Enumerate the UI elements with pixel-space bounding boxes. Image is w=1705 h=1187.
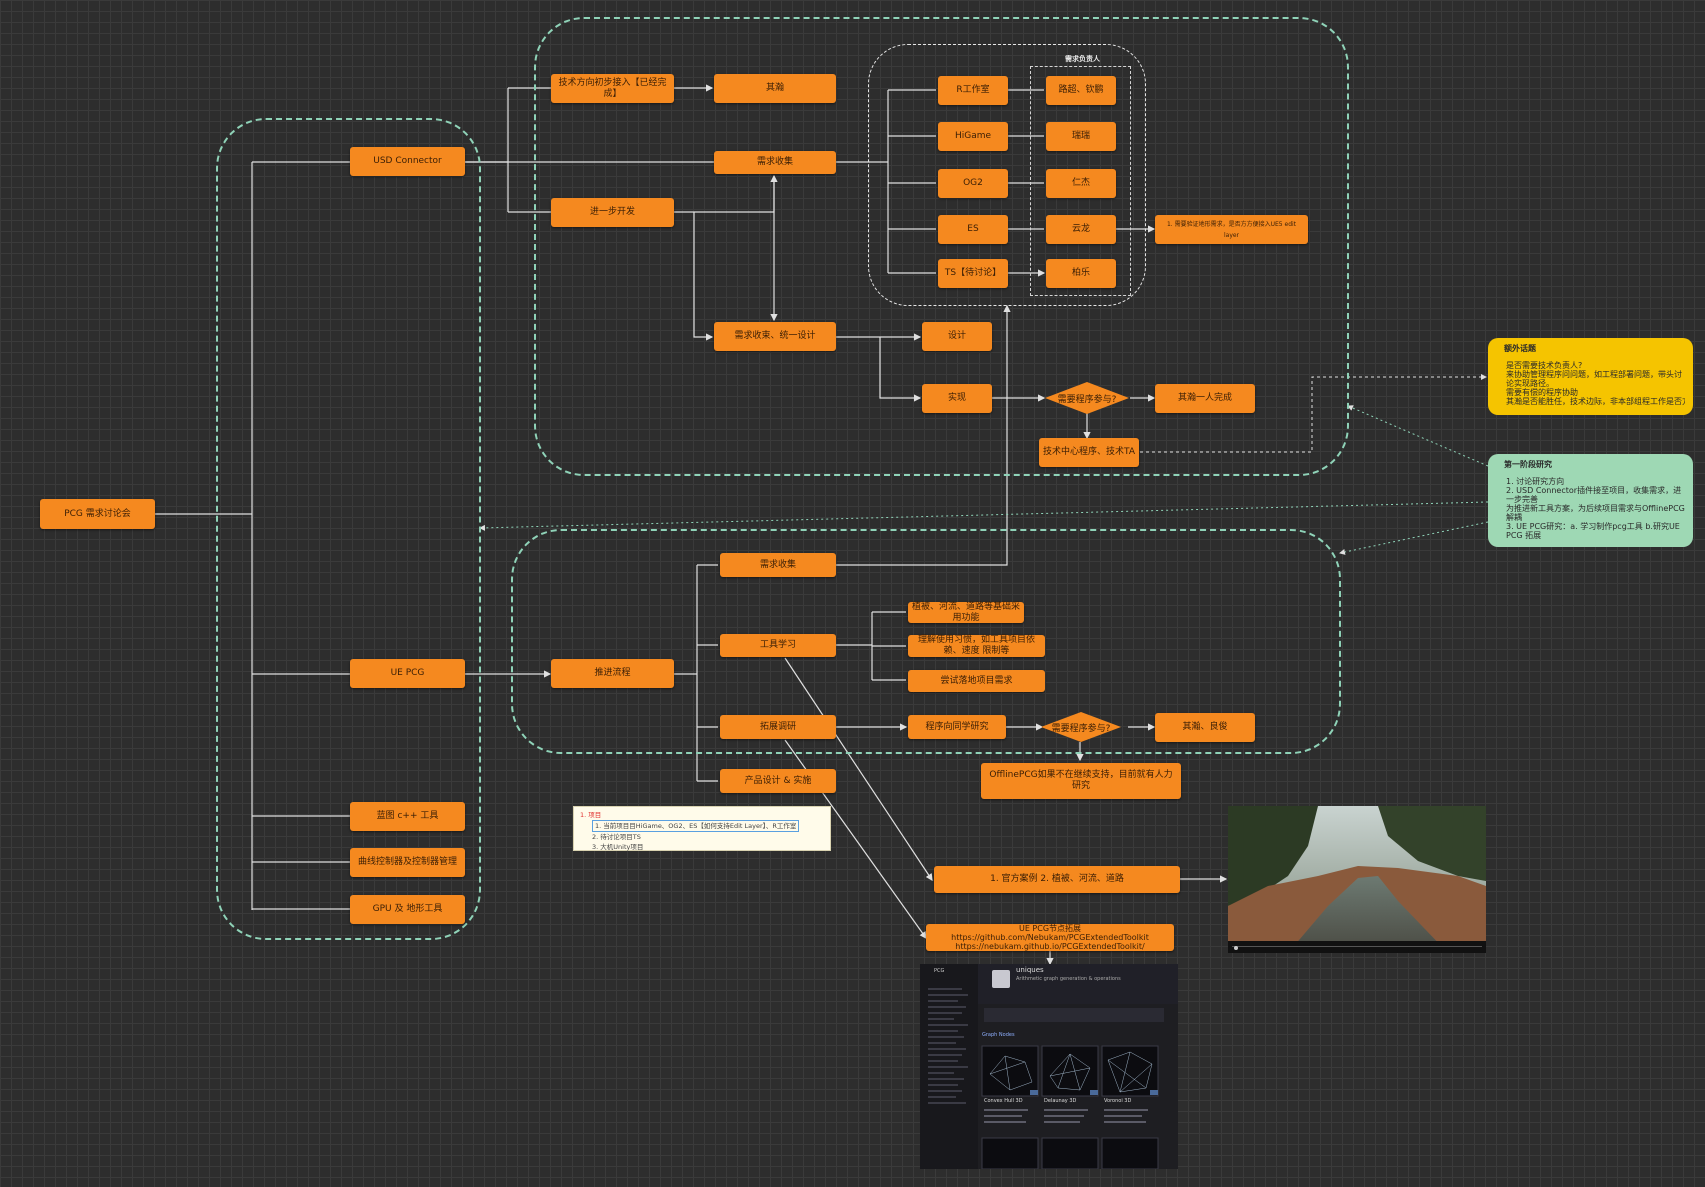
stage1-line: 1. 讨论研究方向 xyxy=(1506,477,1565,486)
docs-heading: uniques xyxy=(1016,966,1044,974)
unify-node[interactable]: 需求收束、统一设计 xyxy=(714,322,836,351)
usd-group xyxy=(534,17,1349,476)
uepcg-group xyxy=(511,529,1341,754)
further-dev-node[interactable]: 进一步开发 xyxy=(551,198,674,227)
decision-label: 需要程序参与? xyxy=(1057,394,1117,405)
studio-es[interactable]: ES xyxy=(938,215,1008,244)
need-program-decision-2[interactable]: 需要程序参与? xyxy=(1040,711,1122,743)
studio-r[interactable]: R工作室 xyxy=(938,76,1008,105)
studios-group xyxy=(868,44,1146,306)
decision-diamond-shape xyxy=(1045,382,1129,414)
learn-item-3[interactable]: 尝试落地项目需求 xyxy=(908,670,1045,692)
design-node[interactable]: 设计 xyxy=(922,322,992,351)
tool-learn-node[interactable]: 工具学习 xyxy=(720,634,836,657)
checklist-item-1: 1. 当前项目目HiGame、OG2、ES【如何支持Edit Layer】、R工… xyxy=(592,820,800,832)
extra-topics-title: 额外话题 xyxy=(1504,344,1536,353)
tech-center-node[interactable]: 技术中心程序、技术TA xyxy=(1039,438,1139,467)
extra-topics-line: 其瀚是否能胜任，技术边际，非本部组程工作是否方便 xyxy=(1506,397,1685,406)
stage1-line: 2. USD Connector插件接至项目，收集需求，进一步完善 xyxy=(1506,486,1682,504)
curve-node[interactable]: 曲线控制器及控制器管理 xyxy=(350,848,465,877)
extra-topics-line: 是否需要技术负责人? xyxy=(1506,361,1583,370)
blueprint-node[interactable]: 蓝图 c++ 工具 xyxy=(350,802,465,831)
gpu-node[interactable]: GPU 及 地形工具 xyxy=(350,895,465,924)
decision-diamond-shape xyxy=(1041,712,1121,742)
official-node[interactable]: 1. 官方案例 2. 植被、河流、道路 xyxy=(934,866,1180,893)
docs-card-title: Delaunay 3D xyxy=(1044,1098,1077,1104)
owner-higame[interactable]: 瑞瑞 xyxy=(1046,122,1116,151)
root-node[interactable]: PCG 需求讨论会 xyxy=(40,499,155,529)
pcgex-docs-screenshot[interactable]: PCG uniques Arithmetic graph generation … xyxy=(920,964,1178,1169)
stage1-line: 为推进新工具方案，为后续项目需求与OfflinePCG解耦 xyxy=(1506,504,1685,522)
owner-ts[interactable]: 柏乐 xyxy=(1046,259,1116,288)
ue-pcg-node[interactable]: UE PCG xyxy=(350,659,465,688)
product-node[interactable]: 产品设计 & 实施 xyxy=(720,769,836,793)
docs-card-title: Convex Hull 3D xyxy=(984,1098,1023,1104)
tech-direction-node[interactable]: 技术方向初步接入【已经完成】 xyxy=(551,74,674,103)
owner-og2[interactable]: 仁杰 xyxy=(1046,169,1116,198)
extra-topics-note: 额外话题 是否需要技术负责人? 来协助管理程序问问题，如工程部署问题，带头讨论实… xyxy=(1488,338,1693,415)
learn-item-2[interactable]: 理解使用习惯，如工具项目依赖、速度 限制等 xyxy=(908,635,1045,657)
owner-es[interactable]: 云龙 xyxy=(1046,215,1116,244)
docs-page-art xyxy=(920,964,1178,1169)
req-collect-node[interactable]: 需求收集 xyxy=(714,151,836,174)
stage1-research-note: 第一阶段研究 1. 讨论研究方向 2. USD Connector插件接至项目，… xyxy=(1488,454,1693,547)
learn-item-1[interactable]: 植被、河流、道路等基础采用功能 xyxy=(908,602,1024,623)
checklist-title: 1. 项目 xyxy=(580,811,602,819)
qihan-liang-node[interactable]: 其瀚、良俊 xyxy=(1155,713,1255,742)
qihan-node[interactable]: 其瀚 xyxy=(714,74,836,103)
owner-r[interactable]: 路超、钦鹏 xyxy=(1046,76,1116,105)
extra-topics-line: 来协助管理程序问问题，如工程部署问题，带头讨论实现路径。 xyxy=(1506,370,1682,388)
need-program-decision[interactable]: 需要程序参与? xyxy=(1044,381,1130,415)
stage1-line: 3. UE PCG研究：a. 学习制作pcg工具 b.研究UE PCG 拓展 xyxy=(1506,522,1680,540)
ext-toolkit-node[interactable]: UE PCG节点拓展 https://github.com/Nebukam/PC… xyxy=(926,924,1174,951)
checklist-item-3: 3. 大机Unity项目 xyxy=(592,843,644,851)
docs-card-title: Voronoi 3D xyxy=(1104,1098,1132,1104)
es-note-node[interactable]: 1. 需要验证地形需求，是否方方便接入UE5 edit layer xyxy=(1155,215,1308,244)
offline-node[interactable]: OfflinePCG如果不在继续支持，目前就有人力研究 xyxy=(981,763,1181,799)
river-video-thumbnail[interactable] xyxy=(1228,806,1486,953)
expand-node[interactable]: 拓展调研 xyxy=(720,715,836,739)
prog-study-node[interactable]: 程序向同学研究 xyxy=(908,715,1006,739)
advance-node[interactable]: 推进流程 xyxy=(551,659,674,688)
owner-label: 需求负责人 xyxy=(1065,55,1100,63)
qihan-alone-node[interactable]: 其瀚一人完成 xyxy=(1155,384,1255,413)
studio-ts[interactable]: TS【待讨论】 xyxy=(938,259,1008,288)
studio-og2[interactable]: OG2 xyxy=(938,169,1008,198)
project-checklist: 1. 项目 1. 当前项目目HiGame、OG2、ES【如何支持Edit Lay… xyxy=(573,806,831,851)
checklist-item-2: 2. 待讨论项目TS xyxy=(592,833,641,841)
owners-box xyxy=(1030,66,1131,296)
left-branch-group xyxy=(216,118,481,940)
docs-section-title: Graph Nodes xyxy=(982,1032,1015,1038)
usd-connector-node[interactable]: USD Connector xyxy=(350,147,465,176)
uepcg-req-collect-node[interactable]: 需求收集 xyxy=(720,553,836,577)
stage1-title: 第一阶段研究 xyxy=(1504,460,1552,469)
implement-node[interactable]: 实现 xyxy=(922,384,992,413)
docs-subtitle: Arithmetic graph generation & operations xyxy=(1016,976,1121,982)
docs-logo: PCG xyxy=(934,968,945,974)
studio-higame[interactable]: HiGame xyxy=(938,122,1008,151)
river-scene-image xyxy=(1228,806,1486,953)
extra-topics-line: 需要有偿的程序协助 xyxy=(1506,388,1578,397)
decision-label: 需要程序参与? xyxy=(1051,723,1111,734)
